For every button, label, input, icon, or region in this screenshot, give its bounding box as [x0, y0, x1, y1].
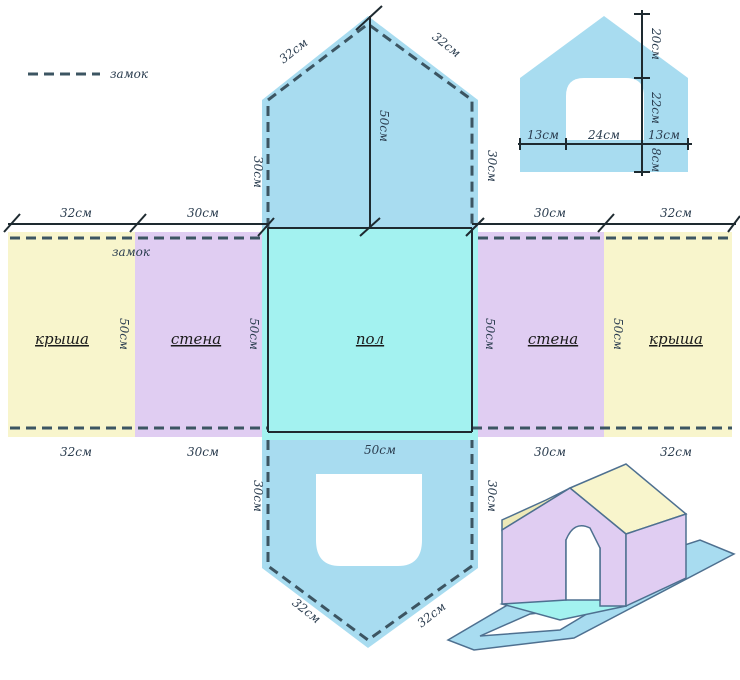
dim-row-32-top-left: 32см — [60, 206, 92, 220]
tick-5 — [465, 217, 485, 237]
house-3d-side-wall — [625, 512, 687, 608]
dim-side-50-roof-left: 50см — [117, 318, 131, 350]
panel-label-roof-right: крыша — [649, 330, 703, 348]
front-view-door — [566, 78, 644, 140]
tick-6 — [597, 213, 615, 233]
tick-top — [355, 5, 383, 31]
dim-top-30-right: 30см — [485, 150, 499, 182]
tick-3 — [257, 217, 275, 237]
dim-bottom-50: 50см — [364, 443, 396, 457]
dim-top-32-left: 32см — [277, 35, 311, 66]
dim-row-30-bottom-left: 30см — [187, 445, 219, 459]
fv-dim-13-left: 13см — [527, 128, 559, 142]
panel-label-wall-left: стена — [171, 330, 221, 348]
dim-row-30-top-right: 30см — [534, 206, 566, 220]
fv-dim-20: 20см — [649, 27, 663, 60]
fv-dim-22: 22см — [649, 91, 663, 124]
roof-panel-right — [604, 232, 732, 437]
house-3d-door — [565, 525, 601, 601]
dim-side-50-roof-right: 50см — [611, 318, 625, 350]
fv-dim-8: 8см — [649, 148, 663, 172]
tick-2 — [129, 213, 147, 233]
top-flap-cut-line — [266, 22, 474, 228]
dim-top-32-right: 32см — [430, 29, 464, 60]
roof-panel-left — [8, 232, 135, 437]
tick-1 — [3, 213, 21, 233]
lock-label: замок — [112, 245, 151, 259]
door-opening — [316, 474, 422, 566]
dim-side-50-wall-left: 50см — [247, 318, 261, 350]
dim-top-30-left: 30см — [251, 156, 265, 188]
dim-row-30-top-left: 30см — [187, 206, 219, 220]
panel-label-floor: пол — [356, 330, 384, 348]
panel-label-roof-left: крыша — [35, 330, 89, 348]
dim-bottom-30-left: 30см — [251, 480, 265, 512]
dim-row-32-top-right: 32см — [660, 206, 692, 220]
front-view: 20см 22см 13см 24см 13см 8см — [518, 10, 692, 176]
bottom-flap-cut-line — [266, 440, 474, 642]
fv-dim-13-right: 13см — [648, 128, 680, 142]
fv-dim-24: 24см — [587, 128, 620, 142]
dim-side-50-floor-right: 50см — [483, 318, 497, 350]
dim-row-32-bottom-left: 32см — [60, 445, 92, 459]
dim-row-32-bottom-right: 32см — [660, 445, 692, 459]
panel-label-wall-right: стена — [528, 330, 578, 348]
legend-label: замок — [110, 67, 149, 81]
wall-panel-left — [135, 232, 262, 437]
tick-7 — [727, 215, 740, 233]
assembled-house-3d — [446, 463, 736, 651]
floor-panel — [262, 228, 478, 440]
dim-top-50-vert: 50см — [377, 110, 391, 142]
dim-row-30-bottom-right: 30см — [534, 445, 566, 459]
legend: замок — [28, 67, 149, 81]
wall-panel-right — [478, 232, 604, 437]
dim-bottom-30-right: 30см — [485, 480, 499, 512]
tick-4 — [359, 217, 381, 237]
